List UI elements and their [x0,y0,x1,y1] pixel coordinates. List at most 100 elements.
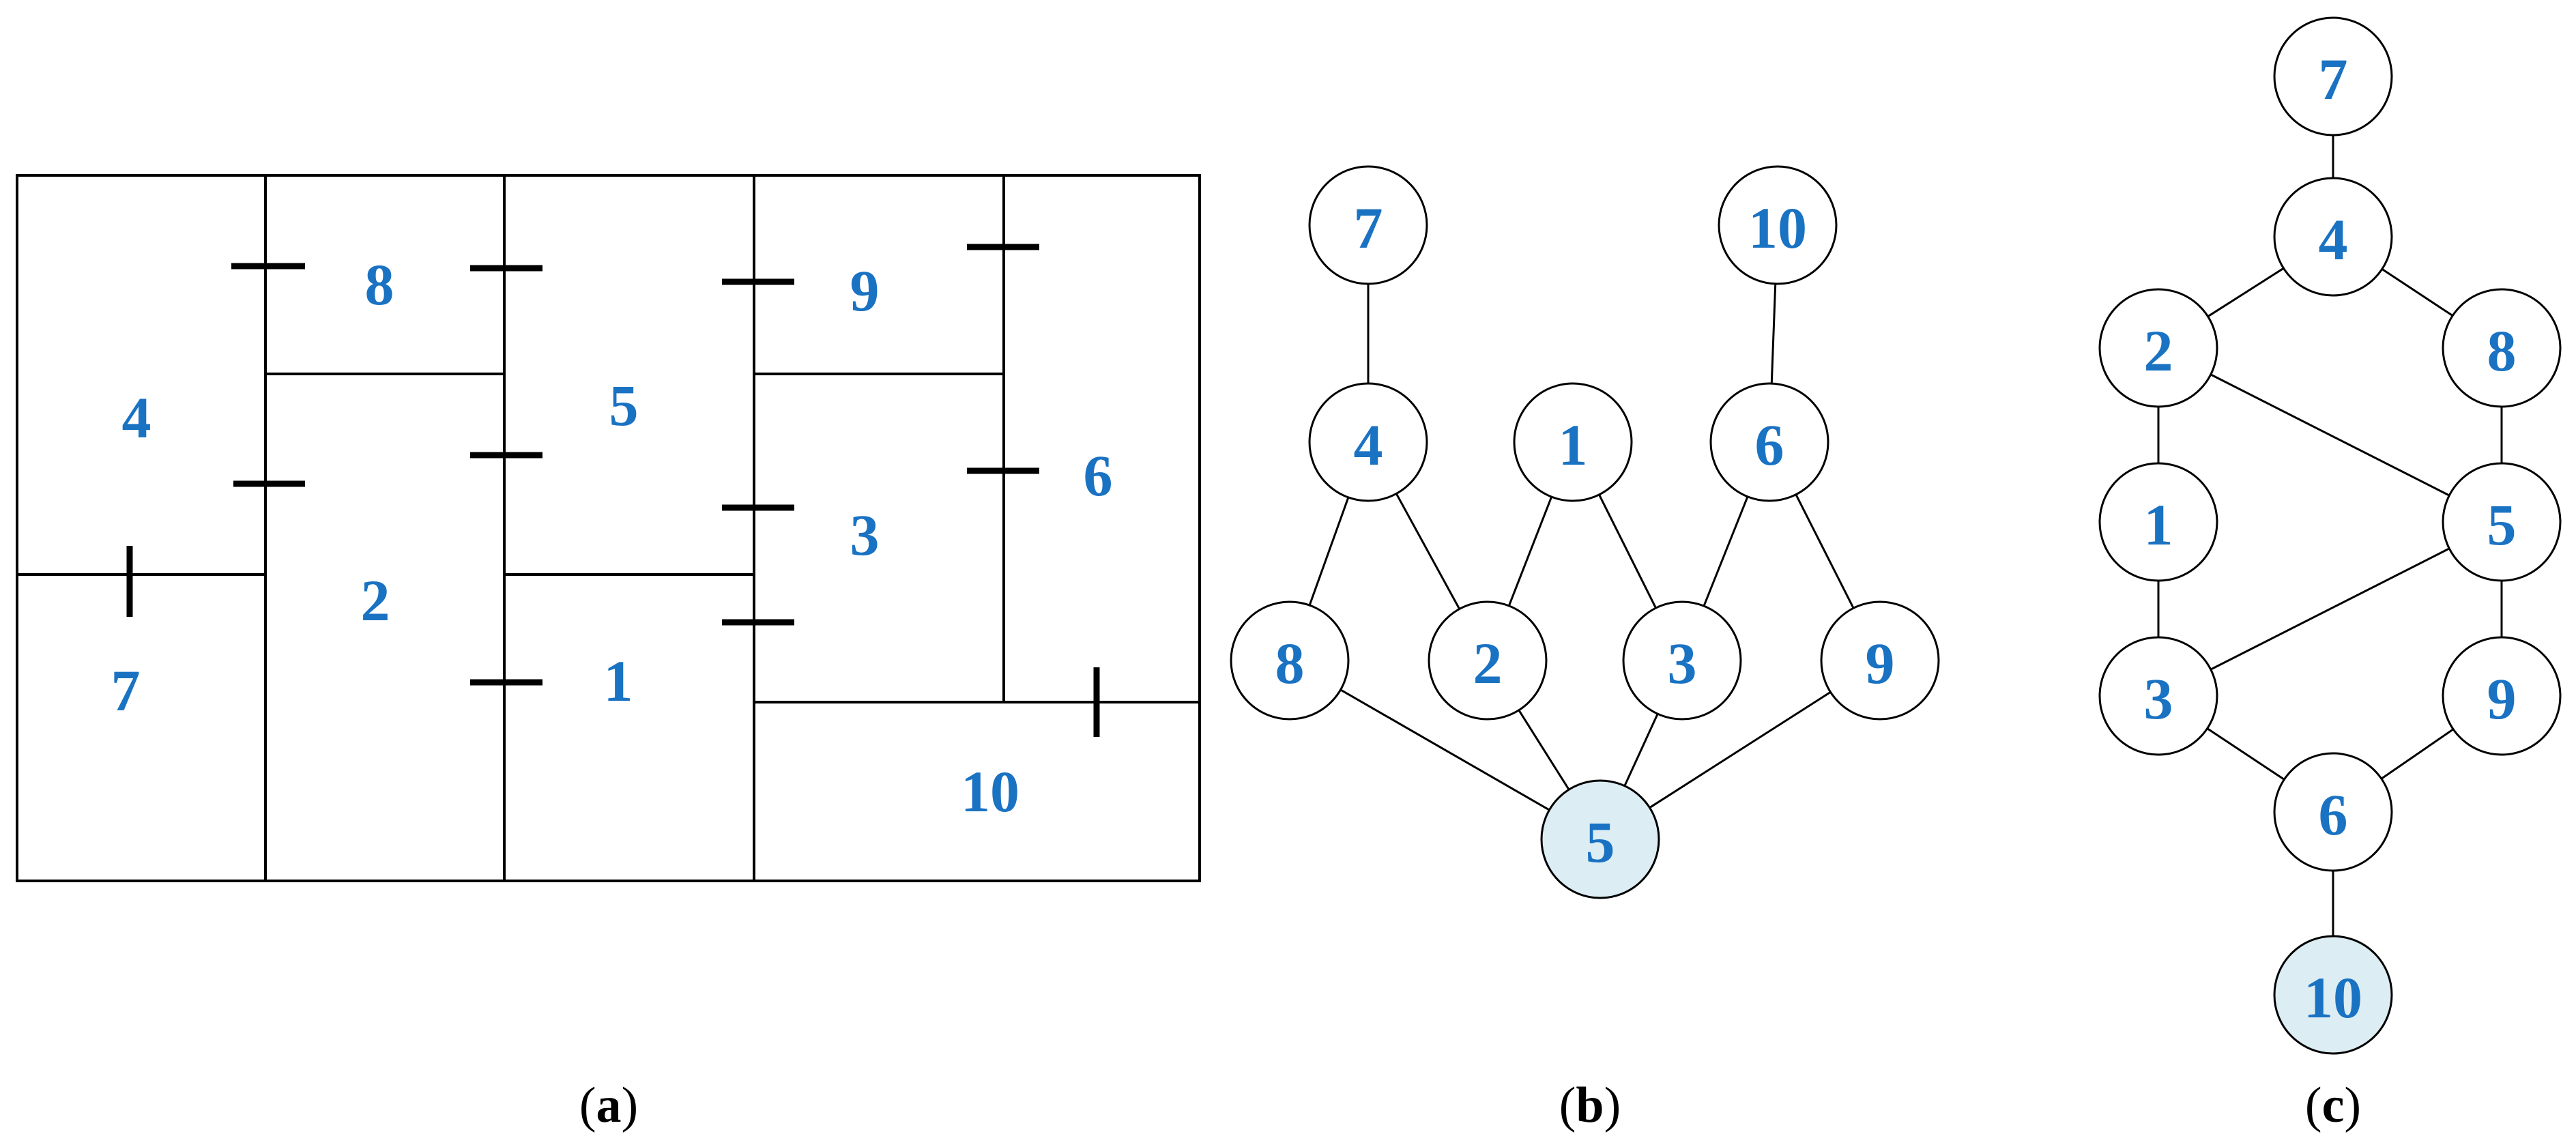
edge-3-5 [1623,713,1659,787]
edge-6-3 [1703,496,1749,607]
node-circle [2273,16,2393,136]
node-2: 2 [2098,288,2218,408]
edge-9-5 [1649,691,1832,809]
node-5: 5 [2442,462,2562,582]
node-label: 10 [1748,195,1807,261]
node-label: 3 [1668,630,1697,696]
node-3: 3 [1622,600,1742,721]
edge-6-9 [1795,494,1855,609]
node-label: 2 [2144,318,2173,383]
node-circle [2442,462,2562,582]
node-4: 4 [2273,177,2393,297]
edge-9-6 [2380,728,2455,780]
node-8: 8 [1230,600,1350,721]
node-circle [2098,288,2218,408]
caption-c: (c) [2305,1077,2361,1133]
caption-b: (b) [1559,1077,1621,1133]
node-circle [2273,752,2393,872]
node-10: 10 [2273,935,2393,1055]
node-label: 4 [2319,207,2348,272]
edge-5-3 [2210,547,2450,671]
room-label-1: 1 [604,648,633,714]
node-7: 7 [2273,16,2393,136]
floor-plan-doors [126,244,1100,737]
floor-plan-walls [16,174,1201,882]
node-label: 8 [1275,630,1305,696]
node-label: 6 [2319,782,2348,847]
node-label: 10 [2304,965,2362,1030]
room-label-2: 2 [361,568,390,633]
node-10: 10 [1718,165,1838,285]
edge-4-2 [2207,267,2285,318]
graph-b-nodes: 7 10 4 1 6 8 2 3 9 5 [1230,165,1940,899]
edge-1-2 [1507,496,1553,607]
room-label-5: 5 [609,373,639,438]
node-circle [1230,600,1350,721]
outer-wall [16,174,1201,882]
node-label: 5 [2487,492,2517,557]
node-circle [2442,636,2562,756]
graph-c-nodes: 7 4 2 8 1 5 3 9 6 10 [2098,16,2562,1055]
node-4: 4 [1308,382,1428,502]
node-6: 6 [2273,752,2393,872]
node-label: 8 [2487,318,2517,383]
node-circle [1709,382,1829,502]
room-label-10: 10 [961,759,1019,824]
edge-4-8 [1308,497,1350,606]
node-6: 6 [1709,382,1829,502]
node-1: 1 [1513,382,1633,502]
edge-8-5 [1340,688,1550,811]
floor-plan-panel: 4 8 5 9 6 7 2 1 3 10 (a) [16,174,1201,1133]
node-5: 5 [1540,779,1660,899]
graph-panel-c: 7 4 2 8 1 5 3 9 6 10 (c) [2098,16,2562,1133]
room-labels: 4 8 5 9 6 7 2 1 3 10 [111,252,1113,824]
node-label: 1 [1559,412,1588,478]
node-circle [2098,462,2218,582]
edge-4-8 [2381,268,2454,317]
edge-1-3 [1598,494,1657,609]
node-label: 3 [2144,666,2173,731]
node-label: 6 [1755,412,1784,478]
edge-2-5 [1518,709,1570,791]
graph-panel-b: 7 10 4 1 6 8 2 3 9 5 (b) [1230,165,1940,1133]
node-circle [1622,600,1742,721]
node-7: 7 [1308,165,1428,285]
node-label: 4 [1354,412,1383,478]
room-label-4: 4 [122,385,151,450]
room-label-9: 9 [850,258,880,323]
node-9: 9 [2442,636,2562,756]
room-label-7: 7 [111,658,141,723]
node-circle [1718,165,1838,285]
node-label: 7 [1354,195,1383,261]
node-circle [1820,600,1940,721]
node-circle [2442,288,2562,408]
root-node-circle [2273,935,2393,1055]
room-label-6: 6 [1084,443,1113,508]
node-1: 1 [2098,462,2218,582]
node-circle [2098,636,2218,756]
node-label: 9 [2487,666,2517,731]
node-2: 2 [1428,600,1548,721]
edge-10-6 [1770,283,1777,384]
edge-2-5 [2210,373,2450,497]
node-label: 5 [1586,809,1615,875]
node-circle [1428,600,1548,721]
edge-3-6 [2206,727,2285,781]
node-label: 2 [1473,630,1503,696]
node-circle [1308,165,1428,285]
node-3: 3 [2098,636,2218,756]
node-circle [2273,177,2393,297]
node-label: 9 [1866,630,1895,696]
node-8: 8 [2442,288,2562,408]
node-label: 1 [2144,492,2173,557]
graph-b-edges [1308,283,1855,811]
node-9: 9 [1820,600,1940,721]
node-label: 7 [2319,46,2348,112]
graph-c-edges [2157,135,2503,936]
room-label-3: 3 [850,502,880,568]
edge-4-2 [1395,493,1461,610]
caption-a: (a) [579,1077,638,1133]
node-circle [1513,382,1633,502]
root-node-circle [1540,779,1660,899]
